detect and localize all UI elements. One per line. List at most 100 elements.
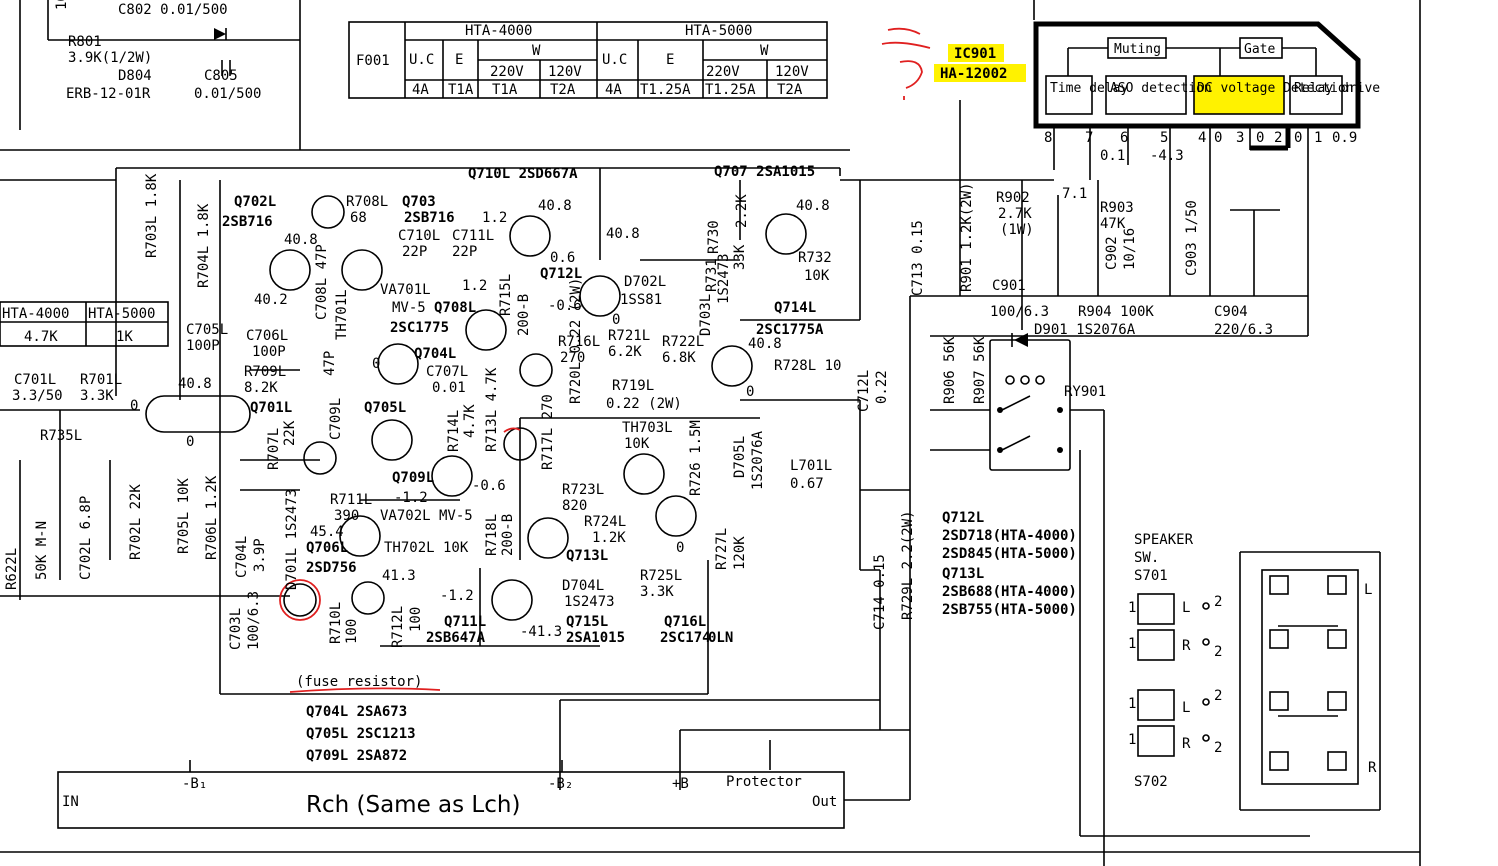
- r717-label: R717L 270: [540, 394, 556, 470]
- voltage-labels: 40.8 40.8 40.8 40.8 40.2 40.8 1.2 1.2 0.…: [130, 198, 830, 640]
- c904-label: C904: [1214, 304, 1248, 320]
- fuse-row-label: F001: [356, 53, 390, 69]
- c901-value: 100/6.3: [990, 304, 1049, 320]
- v-0-c: 0: [372, 356, 380, 372]
- v-q714: 40.8: [748, 336, 782, 352]
- c712-label: C712L: [856, 370, 872, 412]
- left-table-h2: HTA-5000: [88, 306, 155, 322]
- speaker-switch: SPEAKER SW. S701 S702 1 1 1 1 L R L R 2 …: [1128, 532, 1381, 811]
- note-q713-5000: 2SB755(HTA-5000): [942, 602, 1077, 618]
- fuse-5000-220: T1.25A: [705, 82, 756, 98]
- s701-R: R: [1182, 638, 1191, 654]
- s701-r-contact: [1137, 629, 1175, 661]
- q711-label: Q711L: [444, 614, 486, 630]
- ic901-label: IC901 HA-12002: [934, 44, 1026, 82]
- s702-L: L: [1182, 700, 1190, 716]
- s701-n2a: 2: [1214, 594, 1222, 610]
- r707-label: R707L: [266, 428, 282, 470]
- c712-value: 0.22: [874, 370, 890, 404]
- fuse-220-1: 220V: [490, 64, 524, 80]
- r622-label: R622L: [4, 548, 20, 590]
- r801-label: R801: [68, 34, 102, 50]
- pin-0c: 0: [1294, 130, 1302, 146]
- d705-part: 1S2076A: [750, 430, 766, 490]
- r709-value: 8.2K: [244, 380, 278, 396]
- r718-label: R718L: [484, 514, 500, 556]
- r715-label: R715L: [498, 274, 514, 316]
- th702-label: TH702L 10K: [384, 540, 469, 556]
- pin-0a: 0: [1214, 130, 1222, 146]
- part-notes: Q712L 2SD718(HTA-4000) 2SD845(HTA-5000) …: [306, 510, 1077, 764]
- r732-value: 10K: [804, 268, 830, 284]
- pin-6: 6: [1120, 130, 1128, 146]
- c711-label: C711L: [452, 228, 494, 244]
- q703-symbol: [341, 249, 383, 291]
- q707-label: Q707 2SA1015: [714, 164, 815, 180]
- va702-label: VA702L MV-5: [380, 508, 473, 524]
- transistor-symbols: [145, 213, 807, 621]
- r901-label: R901 1.2K(2W): [959, 182, 975, 292]
- c704-value: 3.9P: [252, 538, 268, 572]
- transistor-labels: Q710L 2SD667A Q707 2SA1015 Q702L 2SB716 …: [222, 164, 824, 646]
- r723-label: R723L: [562, 482, 604, 498]
- fuse-4000-e: T1A: [448, 82, 474, 98]
- left-table-v1: 4.7K: [24, 329, 58, 345]
- q701-label: Q701L: [250, 400, 292, 416]
- ic-block-gate: Gate: [1244, 42, 1275, 57]
- c713-label: C713 0.15: [910, 220, 926, 296]
- c707-label: C707L: [426, 364, 468, 380]
- c711-value: 22P: [452, 244, 477, 260]
- fuse-uc-1: U.C: [409, 52, 434, 68]
- c714-label: C714 0.15: [872, 554, 888, 630]
- ic-block-muting: Muting: [1114, 42, 1161, 57]
- q714-symbol: [711, 345, 753, 387]
- c707-value: 0.01: [432, 380, 466, 396]
- r903-value: 47K: [1100, 216, 1126, 232]
- rch-b2: -B₂: [548, 776, 573, 792]
- r723-value: 820: [562, 498, 587, 514]
- d901-label: D901 1S2076A: [1034, 322, 1136, 338]
- r707-value: 22K: [282, 420, 298, 446]
- q702-part: 2SB716: [222, 214, 273, 230]
- r716-label: R716L: [558, 334, 600, 350]
- fuse-5000-e: T1.25A: [640, 82, 691, 98]
- q703-label: Q703: [402, 194, 436, 210]
- q711-symbol: [491, 579, 533, 621]
- v7-1: 7.1: [1062, 186, 1087, 202]
- r722-label: R722L: [662, 334, 704, 350]
- r731-label: R731: [704, 258, 720, 292]
- r724-value: 1.2K: [592, 530, 626, 546]
- speaker-title: SPEAKER: [1134, 532, 1194, 548]
- q716-symbol: [655, 495, 697, 537]
- q716-part: 2SC174: [660, 630, 711, 646]
- s701-l-contact: [1137, 593, 1175, 625]
- v-0-a: 0: [130, 398, 138, 414]
- q709-symbol: [431, 455, 473, 497]
- fuse-e-2: E: [666, 52, 674, 68]
- ic-block-relay: Relay drive: [1294, 81, 1380, 96]
- top-left-fragment: 10 C802 0.01/500 R801 3.9K(1/2W) D804 C8…: [0, 0, 850, 151]
- ic-block-dc: DC voltage Detection: [1197, 81, 1354, 96]
- q713-symbol: [623, 453, 665, 495]
- s702-R: R: [1182, 736, 1191, 752]
- c902-value: 10/16: [1122, 228, 1138, 270]
- q711-part: 2SB647A: [426, 630, 486, 646]
- q702-symbol: [269, 249, 311, 291]
- component-labels: R703L 1.8K R704L 1.8K R708L 68 C710L 22P…: [4, 173, 926, 693]
- r710-label: R710L: [328, 602, 344, 644]
- r701-value: 3.3K: [80, 388, 114, 404]
- fuse-resistor-label: (fuse resistor): [296, 674, 422, 690]
- c709-value: 47P: [322, 351, 338, 376]
- q708-part: 2SC1775: [390, 320, 449, 336]
- c903-label: C903 1/50: [1184, 200, 1200, 276]
- s702-r-contact: [1137, 725, 1175, 757]
- speaker-sw: SW.: [1134, 550, 1159, 566]
- q715-label: Q715L: [566, 614, 608, 630]
- r906-label: R906 56K: [942, 336, 958, 404]
- c705-label: C705L: [186, 322, 228, 338]
- q713-tlabel: Q713L: [566, 548, 608, 564]
- q704-symbol: [377, 343, 419, 385]
- pin-volt-m4-3: -4.3: [1150, 148, 1184, 164]
- r725-label: R725L: [640, 568, 682, 584]
- fuse-120-2: 120V: [775, 64, 809, 80]
